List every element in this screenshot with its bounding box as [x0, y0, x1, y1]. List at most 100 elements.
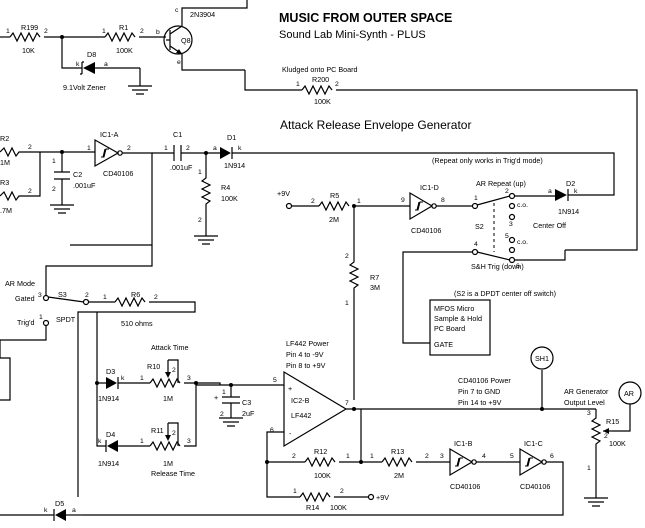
label-r15: R15 — [606, 417, 619, 426]
label-co2: c.o. — [517, 239, 528, 246]
pin-label: 2 — [311, 198, 315, 205]
terminal-plus9v-r14 — [367, 493, 375, 501]
label-gated: Gated — [15, 294, 35, 303]
switch-s3 — [82, 298, 90, 306]
pin-label: 5 — [510, 453, 514, 460]
part-ic2b: LF442 — [291, 411, 311, 420]
value-c1: .001uF — [170, 163, 193, 172]
value-r4: 100K — [221, 194, 238, 203]
pin-label: 2 — [28, 144, 32, 151]
pin-label: 1 — [198, 169, 202, 176]
pin-label: 1 — [164, 145, 168, 152]
pin-label: 8 — [441, 197, 445, 204]
value-r13: 2M — [394, 471, 404, 480]
value-r14: 100K — [330, 503, 347, 512]
pin-label: k — [98, 438, 102, 445]
value-r2: 1M — [0, 158, 10, 167]
note-cd40106-1: CD40106 Power — [458, 376, 511, 385]
part-q8: 2N3904 — [190, 10, 215, 19]
pin-label: k — [44, 507, 48, 514]
pin-label: 4 — [474, 241, 478, 248]
part-ic1c: CD40106 — [520, 482, 550, 491]
resistor-r1 — [104, 31, 136, 43]
pin-label: 1 — [587, 465, 591, 472]
pin-label: 1 — [103, 294, 107, 301]
transistor-q8 — [163, 25, 193, 55]
r7-section: 2 1 R7 3M — [345, 206, 380, 400]
part-ic1d: CD40106 — [411, 226, 441, 235]
pin-label: 2 — [340, 488, 344, 495]
value-r7: 3M — [370, 283, 380, 292]
value-r199: 10K — [22, 46, 35, 55]
label-ic1c: IC1-C — [524, 439, 543, 448]
label-d4: D4 — [106, 430, 115, 439]
label-co1: c.o. — [517, 202, 528, 209]
ground-symbol — [584, 497, 608, 507]
part-d2: 1N914 — [558, 207, 579, 216]
opamp-plus: + — [288, 384, 292, 393]
resistor-r12 — [304, 456, 336, 468]
schematic-subtitle: Sound Lab Mini-Synth - PLUS — [279, 29, 426, 41]
pin-label: 2 — [127, 145, 131, 152]
c3-plus: + — [214, 393, 218, 402]
label-r2: R2 — [0, 134, 9, 143]
pin-label: 1 — [296, 81, 300, 88]
label-sh-trig: S&H Trig (down) — [471, 262, 524, 271]
switch-s2-pole-2 — [471, 248, 479, 256]
label-c1: C1 — [173, 130, 182, 139]
ground-symbol — [128, 85, 152, 95]
pin-label: 1 — [474, 195, 478, 202]
pin-label: 1 — [102, 28, 106, 35]
label-d2: D2 — [566, 179, 575, 188]
label-center-off: Center Off — [533, 221, 566, 230]
value-r1: 100K — [116, 46, 133, 55]
note-repeat-only: (Repeat only works in Trig'd mode) — [432, 156, 543, 165]
part-ic1b: CD40106 — [450, 482, 480, 491]
ground-symbol — [219, 417, 243, 427]
pin-label: 1 — [222, 389, 226, 396]
value-r3: .7M — [0, 206, 12, 215]
label-attack-time: Attack Time — [151, 343, 189, 352]
value-d8: 9.1Volt Zener — [63, 83, 106, 92]
pin-label: 4 — [482, 453, 486, 460]
mfos-line-3: PC Board — [434, 324, 465, 333]
value-r200: 100K — [314, 97, 331, 106]
part-d1: 1N914 — [224, 161, 245, 170]
label-release-time: Release Time — [151, 469, 195, 478]
value-c2: .001uF — [73, 181, 96, 190]
attack-release-section: Attack Time Release Time D3 1N914 k R10 … — [95, 312, 284, 478]
ar-mode-section: AR Mode Gated Trig'd S3 SPDT 3 1 2 1 R6 … — [0, 245, 196, 497]
label-r200: R200 — [312, 75, 329, 84]
value-r11: 1M — [163, 459, 173, 468]
pin-label: k — [238, 145, 242, 152]
mfos-line-1: MFOS Micro — [434, 304, 474, 313]
label-sh1: SH1 — [535, 354, 549, 363]
pin-label: 7 — [345, 400, 349, 407]
opamp-ic2b — [283, 370, 348, 448]
pin-label: 1 — [6, 28, 10, 35]
value-r5: 2M — [329, 215, 339, 224]
resistor-r13 — [381, 456, 413, 468]
label-s2: S2 — [475, 222, 484, 231]
schmitt-inverter-ic1c — [519, 447, 544, 477]
label-r199: R199 — [21, 23, 38, 32]
pin-label: 1 — [345, 300, 349, 307]
pin-label: e — [177, 59, 181, 66]
ic1d-section: +9V 2 R5 2M 1 IC1-D CD40106 9 8 1 2 c.o.… — [277, 156, 608, 344]
label-r14: R14 — [306, 503, 319, 512]
output-section: AR Generator Output Level AR R15 100K 3 … — [564, 381, 642, 507]
pin-label: 2 — [186, 145, 190, 152]
part-d3: 1N914 — [98, 394, 119, 403]
pin-label: 1 — [52, 158, 56, 165]
label-plus9v-r14: +9V — [376, 493, 389, 502]
value-r15: 100K — [609, 439, 626, 448]
pin-label: 2 — [140, 28, 144, 35]
pin-label: 1 — [370, 453, 374, 460]
pin-label: 2 — [425, 453, 429, 460]
label-ic1a: IC1-A — [100, 130, 119, 139]
label-ic2b: IC2-B — [291, 396, 310, 405]
label-d3: D3 — [106, 367, 115, 376]
pin-label: a — [104, 61, 108, 68]
opamp-minus: - — [289, 429, 292, 438]
pin-label: 6 — [270, 427, 274, 434]
